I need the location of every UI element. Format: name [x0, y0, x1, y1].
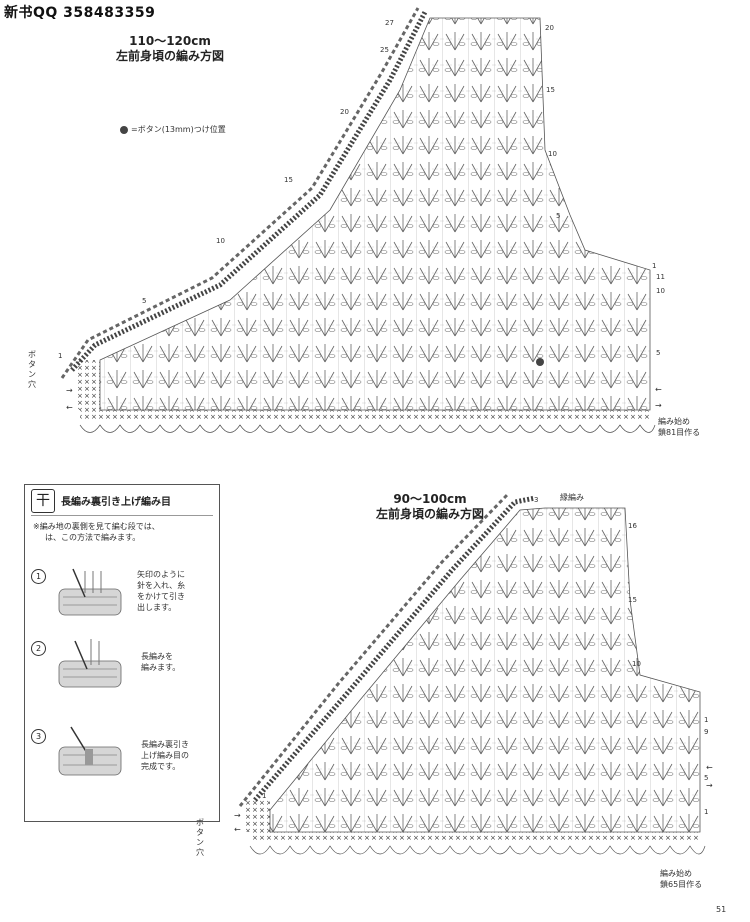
legend-note: ※編み地の裏側を見て編む段では、 は、この方法で編みます。 [33, 521, 160, 543]
svg-text:←: ← [706, 763, 713, 772]
top-body-area [99, 17, 651, 411]
bottom-left-rownum: 1 [262, 792, 267, 800]
legend-title: 長編み裏引き上げ編み目 [61, 497, 171, 508]
bottom-start-block: 編み始め 鎖65目作る [660, 868, 702, 890]
button-position-dot [536, 358, 544, 366]
top-chart-title-block: 110〜120cm 左前身頃の編み方図 [100, 34, 240, 64]
svg-text:→: → [234, 811, 241, 820]
bottom-chart-title-block: 90〜100cm 左前身頃の編み方図 [360, 492, 500, 522]
stitch-symbol: 干 [31, 489, 55, 513]
button-dot-icon [120, 125, 128, 134]
bottom-chart-size: 90〜100cm [393, 492, 467, 506]
bottom-right-rownum: 10 [632, 660, 641, 668]
top-right-rownum: 5 [656, 349, 661, 357]
top-left-rownum: 25 [380, 46, 389, 54]
bottom-right-rownum: 1 [704, 716, 709, 724]
svg-text:←: ← [66, 403, 73, 412]
bottom-scallop-edge [249, 845, 706, 855]
top-left-rownum: 5 [142, 297, 147, 305]
step-2-number: 2 [31, 641, 46, 656]
step-3-illustration [58, 726, 122, 776]
svg-text:←: ← [655, 385, 662, 394]
legend-note-line1: ※編み地の裏側を見て編む段では、 [33, 522, 160, 531]
top-crochet-chart: × ← → → ← [60, 7, 662, 433]
stitch-legend-box: 干 長編み裏引き上げ編み目 ※編み地の裏側を見て編む段では、 は、この方法で編み… [24, 484, 220, 822]
bottom-crochet-chart: ← → → ← [234, 492, 713, 855]
legend-header: 干 長編み裏引き上げ編み目 [31, 489, 213, 516]
top-right-rownum: 20 [545, 24, 554, 32]
bottom-right-rownum: 9 [704, 728, 709, 736]
top-right-rownum: 10 [656, 287, 665, 295]
svg-text:←: ← [234, 825, 241, 834]
button-note-text: =ボタン(13mm)つけ位置 [131, 125, 226, 134]
top-chart-title: 左前身頃の編み方図 [115, 49, 224, 63]
step-3-line: 上げ編み目の [141, 751, 189, 760]
step-1-text: 矢印のように 針を入れ、糸 をかけて引き 出します。 [137, 569, 185, 613]
step-1-line: 針を入れ、糸 [137, 581, 186, 590]
bottom-right-rownum: 5 [704, 774, 709, 782]
bottom-front-scallops [238, 492, 510, 807]
step-1-number: 1 [31, 569, 46, 584]
top-buttonhole-label: ボタン穴 [28, 350, 36, 389]
bottom-buttonhole-label: ボタン穴 [196, 818, 204, 857]
step-2-line: 編みます。 [141, 663, 181, 672]
bottom-right-rownum: 16 [628, 522, 637, 530]
top-scallop-edge [79, 424, 656, 433]
step-3-text: 長編み裏引き 上げ編み目の 完成です。 [141, 739, 189, 772]
top-left-rownum: 10 [216, 237, 225, 245]
step-2-illustration [58, 639, 122, 688]
top-start-block: 編み始め 鎖81目作る [658, 416, 700, 438]
step-1-illustration [58, 568, 122, 616]
top-left-rownum: 15 [284, 176, 293, 184]
bottom-right-rownum: 15 [628, 596, 637, 604]
edging-label: 縁編み [560, 493, 584, 502]
step-1-line: をかけて引き [137, 592, 185, 601]
top-front-band [70, 10, 428, 372]
step-3-line: 長編み裏引き [141, 740, 189, 749]
step-1-line: 出します。 [137, 603, 177, 612]
bottom-chain-label: 鎖65目作る [660, 880, 703, 889]
svg-text:→: → [66, 386, 73, 395]
bottom-chart-title: 左前身頃の編み方図 [375, 507, 484, 521]
page-number: 51 [716, 905, 727, 914]
top-right-rownum: 11 [656, 273, 665, 281]
top-chain-label: 鎖81目作る [658, 428, 701, 437]
step-3-line: 完成です。 [141, 762, 181, 771]
bottom-front-band [253, 495, 536, 802]
top-left-rownum: 1 [58, 352, 63, 360]
legend-note-line2: は、この方法で編みます。 [45, 533, 141, 542]
top-start-label: 編み始め [658, 417, 690, 426]
svg-text:→: → [706, 781, 713, 790]
watermark-text: 新书QQ 358483359 [4, 5, 156, 21]
bottom-start-label: 編み始め [660, 869, 692, 878]
top-front-scallops [60, 7, 420, 379]
top-bottom-band [80, 410, 650, 420]
top-left-rownum: 20 [340, 108, 349, 116]
bottom-band [250, 832, 700, 842]
bottom-left-rownum: 3 [534, 496, 539, 504]
step-2-text: 長編みを 編みます。 [141, 651, 180, 673]
bottom-right-rownum: 1 [704, 808, 709, 816]
top-right-rownum: 10 [548, 150, 557, 158]
top-right-rownum: 5 [556, 212, 561, 220]
top-right-rownum: 15 [546, 86, 555, 94]
bottom-body-area [269, 507, 701, 833]
svg-text:→: → [655, 401, 662, 410]
button-note: =ボタン(13mm)つけ位置 [120, 124, 226, 135]
step-1-line: 矢印のように [137, 570, 185, 579]
step-3-number: 3 [31, 729, 46, 744]
step-2-line: 長編みを [141, 652, 173, 661]
top-chart-size: 110〜120cm [129, 34, 211, 48]
bottom-left-band [246, 800, 270, 832]
top-left-band [76, 360, 100, 410]
top-left-rownum: 27 [385, 19, 394, 27]
top-right-rownum: 1 [652, 262, 657, 270]
